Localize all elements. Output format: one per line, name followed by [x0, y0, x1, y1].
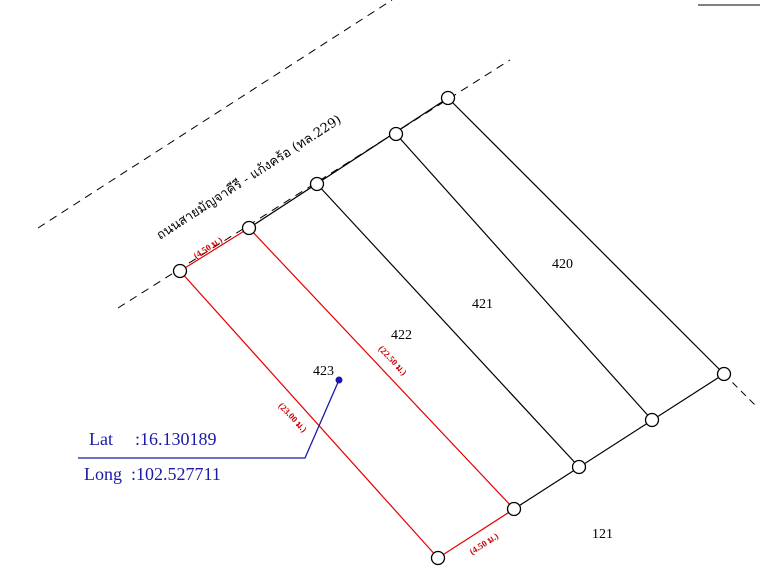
marker-10: [430, 550, 446, 566]
longitude-label: Long: [84, 464, 122, 484]
parcel-label-422: 422: [391, 328, 412, 343]
longitude-value: :102.527711: [131, 464, 221, 484]
marker-3: [309, 176, 325, 192]
road-edge-end: [723, 373, 756, 406]
latitude-value: :16.130189: [135, 429, 217, 449]
parcel-label-420: 420: [552, 257, 573, 272]
marker-5: [440, 90, 456, 106]
marker-8: [571, 459, 587, 475]
frontage-line: [248, 97, 449, 229]
marker-7: [644, 412, 660, 428]
boundary-markers: [172, 90, 732, 566]
parcel-label-121: 121: [592, 527, 613, 542]
marker-4: [388, 126, 404, 142]
marker-2: [241, 220, 257, 236]
parcel-423-outline: [179, 227, 515, 559]
dimension-back-width: (4.50 ม.): [468, 531, 500, 557]
parcel-label-423: 423: [313, 364, 334, 379]
marker-6: [716, 366, 732, 382]
location-pointer-line: [78, 379, 340, 459]
rear-line: [513, 373, 725, 510]
dimension-front-width: (4.50 ม.): [192, 235, 224, 261]
latitude-label: Lat: [89, 429, 113, 449]
road-edge-far: [37, 0, 393, 229]
dimension-right-depth: (22.50 ม.): [377, 344, 409, 378]
marker-1: [172, 263, 188, 279]
boundary-line-420-421: [395, 133, 653, 421]
marker-9: [506, 501, 522, 517]
boundary-line-421-422: [316, 183, 580, 468]
parcel-boundaries: [248, 97, 725, 510]
boundary-line-420: [447, 97, 725, 375]
parcel-label-421: 421: [472, 297, 493, 312]
dimension-left-depth: (23.00 ม.): [277, 401, 309, 435]
